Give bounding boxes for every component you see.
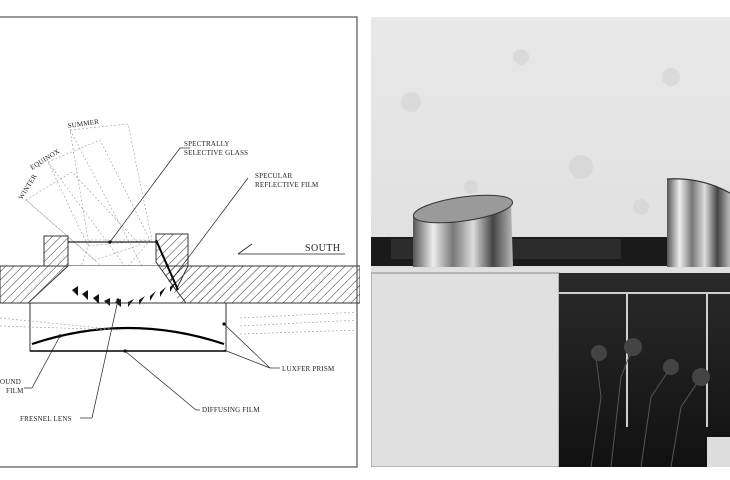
luxfer-prism-label: LUXFER PRISM (282, 365, 335, 373)
light-scoop-left-icon (412, 194, 514, 267)
summer-label: SUMMER (67, 118, 99, 130)
diffusing-film-label: DIFFUSING FILM (202, 406, 260, 414)
spectrally-label-2: SELECTIVE GLASS (184, 149, 248, 157)
light-spread-lines (0, 311, 360, 335)
plant-silhouettes (590, 346, 702, 467)
roof-slab (0, 233, 360, 304)
left-upstand (43, 235, 69, 267)
south-label: SOUTH (305, 243, 340, 254)
spectrally-label-1: SPECTRALLY (184, 140, 230, 148)
light-scoop-right-icon (666, 178, 730, 267)
specular-label-2: REFLECTIVE FILM (255, 181, 319, 189)
plant-foliage (591, 338, 710, 386)
daylighting-section-diagram: SUMMER EQUINOX WINTER (0, 16, 360, 468)
equinox-label: EQUINOX (29, 147, 61, 171)
model-white-panel (371, 272, 560, 467)
leader-lines (24, 147, 280, 419)
diagram-frame (0, 16, 358, 468)
ound-label: OUND (0, 378, 21, 386)
right-upstand (155, 233, 189, 291)
south-indicator: SOUTH (237, 243, 345, 255)
fresnel-lens (31, 326, 225, 346)
window-mullions (559, 292, 730, 427)
film-label: FILM (6, 387, 24, 395)
wall-texture (401, 49, 680, 215)
winter-label: WINTER (17, 173, 39, 201)
specular-reflective-film (155, 239, 179, 291)
model-photograph (371, 17, 730, 467)
fresnel-lens-label: FRESNEL LENS (20, 415, 72, 423)
specular-label-1: SPECULAR (255, 172, 293, 180)
